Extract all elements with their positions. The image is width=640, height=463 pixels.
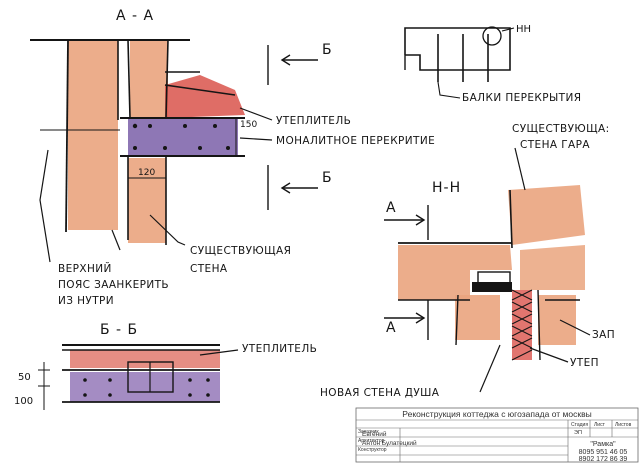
leader-line <box>149 214 186 246</box>
hatch-lines <box>511 289 533 361</box>
project-title: Реконструкция коттеджа с югозапада от мо… <box>402 409 591 419</box>
left-wall-brick <box>68 40 118 230</box>
arrow-b-bottom-label: Б <box>322 170 333 186</box>
arrow-a-top-label: А <box>386 200 397 216</box>
stage-label: Стадия <box>571 422 588 428</box>
section-hh-title: Н-Н <box>432 180 461 196</box>
existing-wall-label-2: СТЕНА <box>190 263 228 275</box>
firm-name: "Рамка" <box>590 441 616 448</box>
rebar-dot <box>226 146 230 150</box>
leader-line <box>239 107 273 121</box>
phone-2: 8902 172 86 39 <box>579 456 628 463</box>
hh-marker-label: НН <box>516 24 531 35</box>
existing-wall-label-1: СУЩЕСТВУЮЩАЯ <box>190 245 291 257</box>
brick-block <box>538 295 576 345</box>
plan-outline <box>404 27 511 71</box>
leader-line <box>514 147 526 191</box>
sheets-label: Листов <box>615 422 632 428</box>
belt-label-2: ПОЯС ЗААНКЕРИТЬ <box>58 279 169 291</box>
slab-bb <box>70 372 220 402</box>
architect-value: Антон Булатецкий <box>362 439 417 447</box>
arrow-a-top-icon <box>384 214 426 226</box>
rebar-dots-bb <box>83 378 210 397</box>
hh-marker-circle-icon <box>482 26 502 46</box>
aa-insulation-line <box>164 84 236 96</box>
dim-100-label: 100 <box>14 396 33 407</box>
garage-wall-label-2: СТЕНА ГАРА <box>520 139 590 151</box>
rebar-dot <box>163 146 167 150</box>
belt-label-3: ИЗ НУТРИ <box>58 295 114 307</box>
garage-wall-brick <box>508 185 585 245</box>
slab-label: МОНАЛИТНОЕ ПЕРЕКРИТИЕ <box>276 135 435 147</box>
brick-block <box>455 295 500 340</box>
section-hh: Н-Н А А СУЩЕСТВУЮЩА: СТЕНА ГАРА ЗАП УТЕП… <box>320 123 615 399</box>
leader-line <box>529 347 569 363</box>
rebar-dot <box>132 123 138 129</box>
insulation-bb-label: УТЕПЛИТЕЛЬ <box>242 343 317 355</box>
beams-label: БАЛКИ ПЕРЕКРЫТИЯ <box>462 92 581 104</box>
insulation-bb <box>70 350 220 368</box>
rebar-dot <box>133 146 137 150</box>
wall-brick-right <box>520 245 585 290</box>
hh-line <box>537 289 541 361</box>
hh-line <box>509 189 513 249</box>
leader-line <box>559 319 591 336</box>
leader-line <box>239 137 273 141</box>
garage-wall-label-1: СУЩЕСТВУЮЩА: <box>512 123 610 135</box>
customer-label: Заказчик <box>358 429 379 435</box>
rebar-dot <box>213 124 217 128</box>
leader-line <box>479 344 501 393</box>
leader-line <box>199 349 239 356</box>
aa-wall-line <box>127 39 131 119</box>
section-bb: Б - Б УТЕПЛИТЕЛЬ 50 100 <box>14 322 317 410</box>
right-cut-label-2: УТЕП <box>570 357 599 369</box>
dim-50-label: 50 <box>18 372 31 383</box>
leader-line <box>111 229 121 251</box>
hh-line <box>455 294 459 346</box>
arrow-b-top-icon <box>280 54 318 66</box>
rebar-dot <box>148 124 152 128</box>
architect-label: Архитектор <box>358 438 385 444</box>
aa-wall-line <box>65 39 69 233</box>
insulation-aa <box>165 75 245 118</box>
new-wall-hatch <box>512 290 532 360</box>
lower-wall-brick <box>128 158 166 243</box>
section-aa: А - А Б Б УТЕПЛИТЕЛЬ МОНАЛИТНОЕ ПЕРЕКРИТ… <box>30 8 435 307</box>
beam-plan: НН БАЛКИ ПЕРЕКРЫТИЯ <box>404 24 581 104</box>
arrow-b-bottom-icon <box>280 182 318 194</box>
arrow-b-top-label: Б <box>322 42 333 58</box>
phone-1: 8095 951 46 05 <box>579 449 628 456</box>
leader-line <box>39 149 51 263</box>
customer-value: Евгений <box>362 430 387 438</box>
leader-line <box>501 27 515 32</box>
arrow-a-bottom-icon <box>384 312 426 324</box>
title-block: Реконструкция коттеджа с югозапада от мо… <box>355 407 639 463</box>
right-cut-label-1: ЗАП <box>592 329 615 341</box>
rebar-dot <box>183 124 187 128</box>
aa-wall-line <box>165 39 169 119</box>
stage-value: ЭП <box>574 430 582 436</box>
wall-brick-hh <box>398 245 512 300</box>
section-aa-title: А - А <box>116 8 154 24</box>
dim-150-label: 150 <box>240 120 257 130</box>
upper-wall-brick <box>130 40 168 120</box>
new-wall-label: НОВАЯ СТЕНА ДУША <box>320 387 440 399</box>
monolithic-slab <box>128 118 238 156</box>
lintel-black <box>472 282 512 292</box>
leader-line <box>437 81 461 99</box>
constructor-label: Конструктор <box>358 447 387 453</box>
belt-label-1: ВЕРХНИЙ <box>58 262 112 275</box>
sheet-label: Лист <box>594 422 606 428</box>
arrow-a-bottom-label: А <box>386 320 397 336</box>
dim-120-label: 120 <box>138 168 155 178</box>
title-block-frame <box>355 407 639 463</box>
section-bb-title: Б - Б <box>100 322 138 338</box>
insulation-aa-label: УТЕПЛИТЕЛЬ <box>276 115 351 127</box>
rebar-dot <box>198 146 202 150</box>
